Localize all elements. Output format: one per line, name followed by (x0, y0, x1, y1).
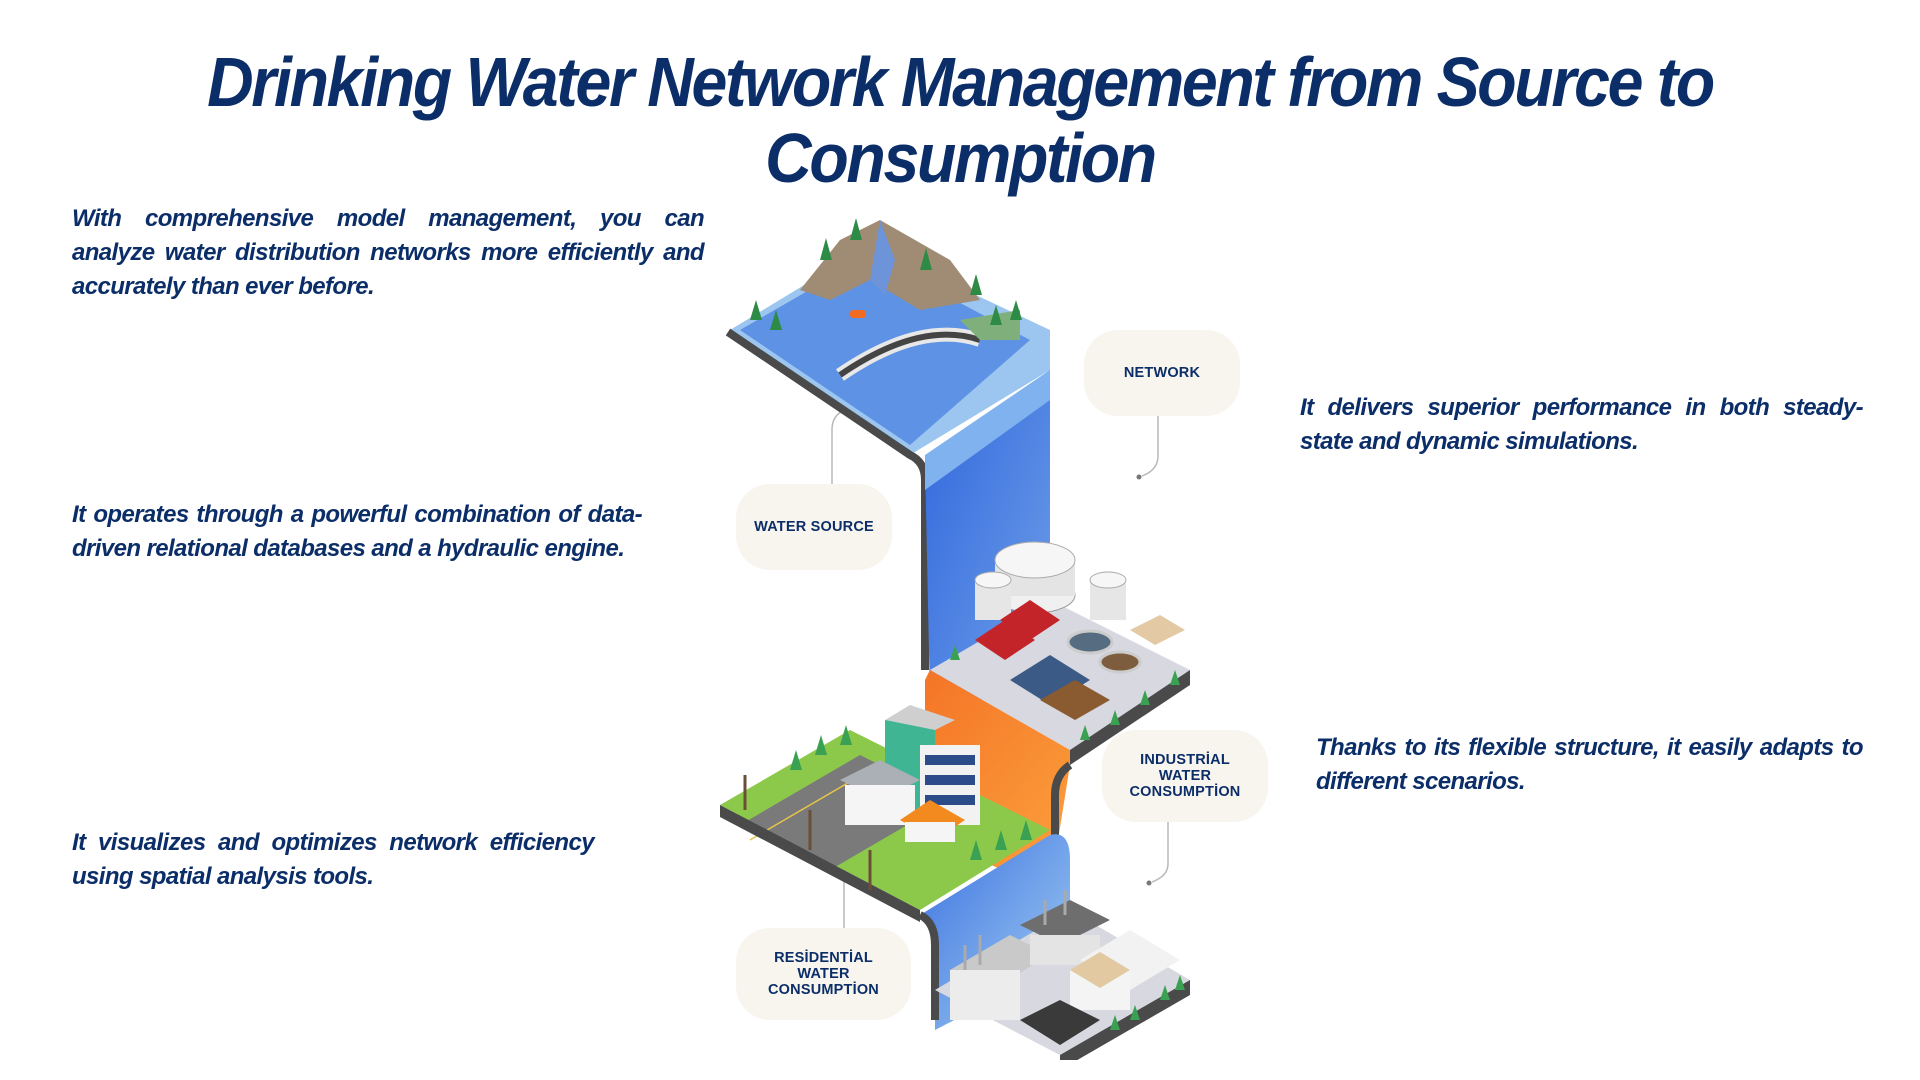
label-residential-text: RESİDENTİAL WATER CONSUMPTİON (768, 950, 879, 998)
label-residential-consumption: RESİDENTİAL WATER CONSUMPTİON (736, 928, 911, 1020)
factory-icon (935, 890, 1190, 1060)
reservoir-dam-icon (725, 218, 1050, 670)
label-industrial-consumption: INDUSTRİAL WATER CONSUMPTİON (1102, 730, 1268, 822)
label-network: NETWORK (1084, 330, 1240, 416)
treatment-plant-icon (930, 541, 1190, 765)
label-network-text: NETWORK (1123, 365, 1201, 381)
feature-model-management: With comprehensive model management, you… (72, 205, 705, 300)
page-title: Drinking Water Network Management from S… (207, 43, 1715, 197)
feature-databases-engine: It operates through a powerful combinati… (72, 501, 643, 562)
residential-buildings-icon (720, 705, 1050, 922)
label-water-source-text: WATER SOURCE (754, 519, 874, 535)
water-flow-illustration (720, 218, 1190, 1060)
feature-spatial-analysis: It visualizes and optimizes network effi… (72, 829, 595, 890)
label-industrial-text: INDUSTRİAL WATER CONSUMPTİON (1129, 752, 1241, 800)
feature-flexible-structure: Thanks to its flexible structure, it eas… (1316, 734, 1864, 795)
label-water-source: WATER SOURCE (736, 484, 892, 570)
feature-simulations: It delivers superior performance in both… (1300, 394, 1864, 455)
